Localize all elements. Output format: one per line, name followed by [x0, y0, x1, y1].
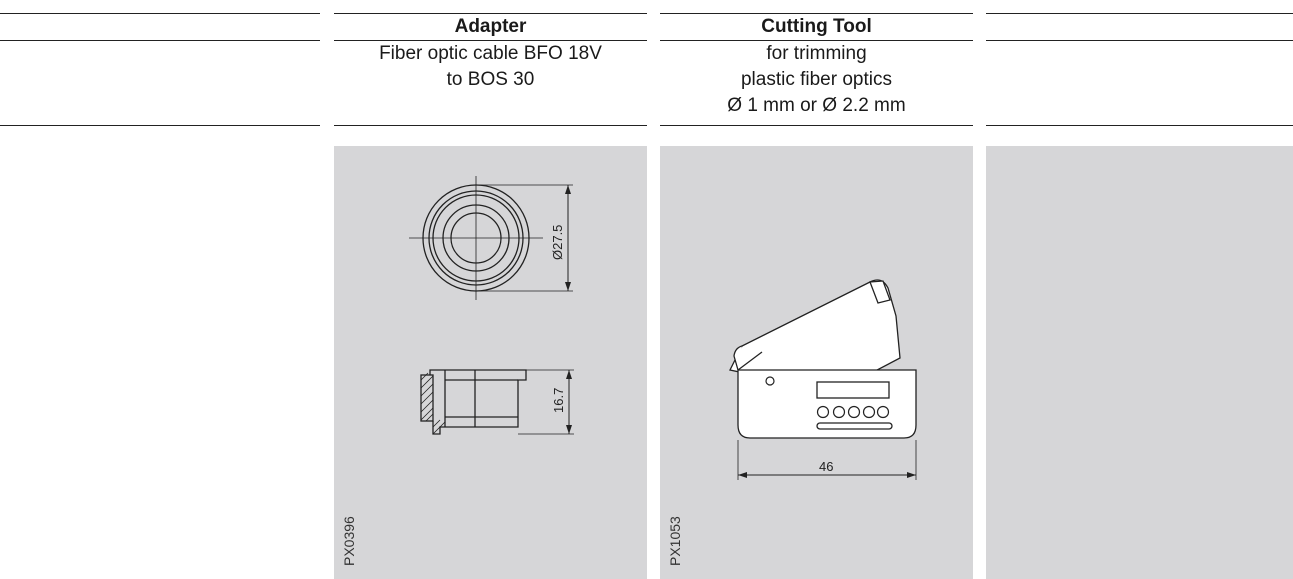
adapter-height-label: 16.7: [551, 388, 566, 413]
cutting-tool-width-label: 46: [819, 459, 833, 474]
empty-drawing-panel: [986, 146, 1293, 579]
adapter-diameter-label: Ø27.5: [550, 225, 565, 260]
header-rule-col2: [334, 40, 647, 41]
adapter-description: Fiber optic cable BFO 18V to BOS 30: [334, 41, 647, 93]
cutting-tool-description-line: Ø 1 mm or Ø 2.2 mm: [727, 95, 906, 116]
header-rule-col4: [986, 40, 1293, 41]
bottom-rule-col2: [334, 125, 647, 126]
cutting-tool-description-line: for trimming: [766, 43, 867, 64]
header-rule-col3: [660, 40, 973, 41]
bottom-rule-col3: [660, 125, 973, 126]
column-header-adapter: Adapter: [454, 16, 527, 37]
cutting-tool-description-line: plastic fiber optics: [740, 69, 892, 90]
bottom-rule-col1: [0, 125, 320, 126]
header-rule-col1: [0, 40, 320, 41]
bottom-rule-col4: [986, 125, 1293, 126]
adapter-description-line: Fiber optic cable BFO 18V: [379, 43, 602, 64]
cutting-tool-description: for trimming plastic fiber optics Ø 1 mm…: [660, 41, 973, 119]
top-rule-col3: [660, 13, 973, 14]
adapter-description-line: to BOS 30: [446, 69, 535, 90]
top-rule-col4: [986, 13, 1293, 14]
top-rule-col2: [334, 13, 647, 14]
top-rule-col1: [0, 13, 320, 14]
column-header-cutting-tool: Cutting Tool: [761, 16, 872, 37]
